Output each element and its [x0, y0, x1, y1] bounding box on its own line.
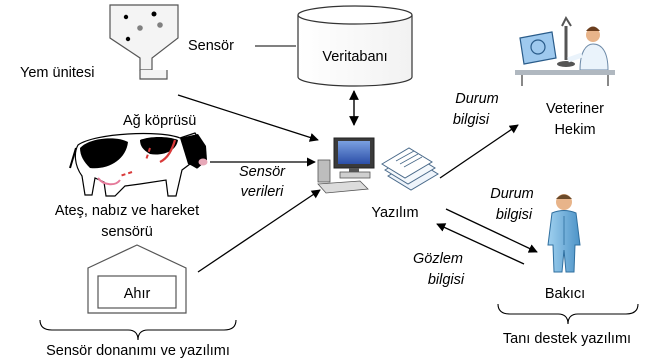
- bridge-label: Ağ köprüsü: [123, 113, 196, 129]
- caretaker-label: Bakıcı: [545, 286, 585, 302]
- caretaker-to-software-arrow: [436, 223, 525, 265]
- status-caretaker-label-line2: bilgisi: [496, 207, 533, 223]
- left-group-bracket: [39, 319, 237, 341]
- software-to-vet-arrow: [439, 124, 519, 179]
- status-vet-label-line2: bilgisi: [453, 112, 490, 128]
- status-vet-label-line1: Durum: [455, 91, 499, 107]
- observation-label-line2: bilgisi: [428, 272, 465, 288]
- left-group-label: Sensör donanımı ve yazılımı: [46, 343, 230, 359]
- documents-icon: [381, 147, 439, 191]
- cow-sensors-label-line2: sensörü: [101, 224, 153, 240]
- sensor-data-label-line2: verileri: [241, 184, 284, 200]
- database-label: Veritabanı: [322, 49, 387, 65]
- cow-icon: [69, 132, 208, 197]
- barn-icon: [87, 244, 187, 314]
- cow-sensors-label-line1: Ateş, nabız ve hareket: [55, 203, 199, 219]
- software-to-caretaker-arrow: [445, 208, 538, 253]
- veterinarian-icon: [515, 15, 615, 86]
- right-group-bracket: [497, 303, 639, 325]
- barn-to-software-arrow: [197, 189, 321, 273]
- barn-label: Ahır: [124, 286, 151, 302]
- caretaker-icon: [547, 194, 581, 273]
- status-caretaker-label-line1: Durum: [490, 186, 534, 202]
- feed-unit-label: Yem ünitesi: [20, 65, 94, 81]
- computer-icon: [317, 137, 375, 194]
- vet-label-line2: Hekim: [554, 122, 595, 138]
- software-label: Yazılım: [371, 205, 418, 221]
- sensor-data-label-line1: Sensör: [239, 164, 286, 180]
- vet-label-line1: Veteriner: [546, 101, 604, 117]
- sensor-label: Sensör: [188, 38, 234, 54]
- right-group-label: Tanı destek yazılımı: [503, 331, 631, 347]
- feed-unit-icon: [109, 4, 179, 80]
- feed-to-software-arrow: [177, 94, 319, 142]
- database-icon: [297, 5, 413, 87]
- observation-label-line1: Gözlem: [413, 251, 463, 267]
